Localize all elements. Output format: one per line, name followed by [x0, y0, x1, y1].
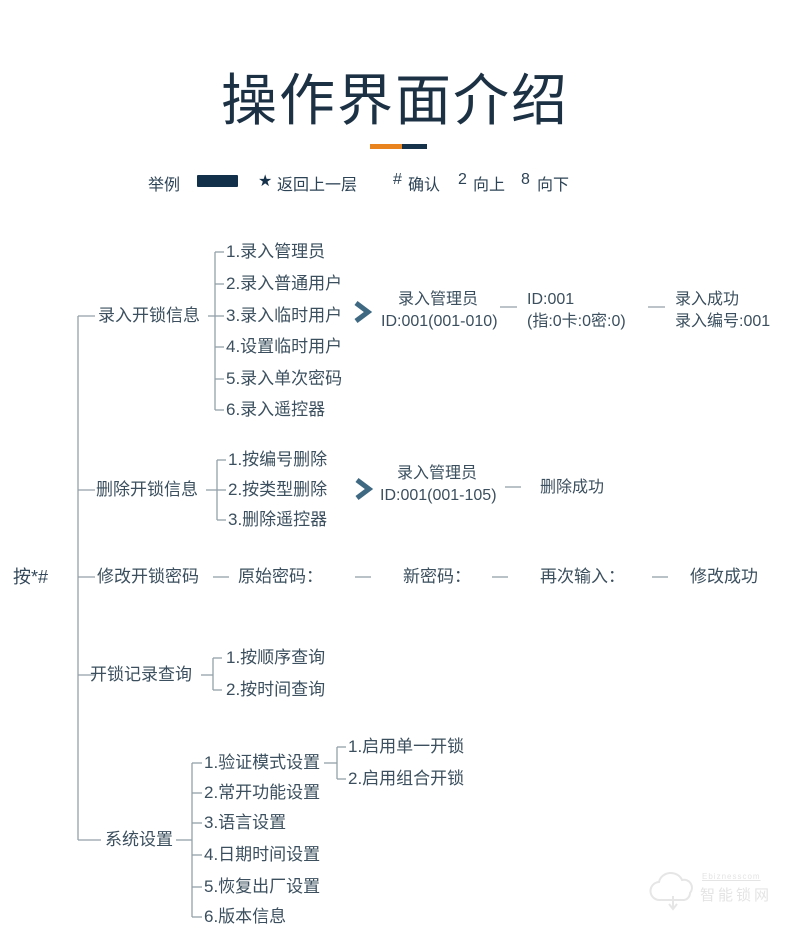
- branch1-item: 6.录入遥控器: [226, 400, 326, 419]
- branch5-item: 2.常开功能设置: [204, 783, 321, 802]
- branch2-flow-stage-1: 录入管理员 ID:001(001-105): [380, 465, 497, 504]
- branch2-item: 2.按类型删除: [228, 480, 328, 499]
- branch1-item: 1.录入管理员: [226, 242, 326, 261]
- legend-up-label: 向上: [473, 177, 506, 194]
- branch3-step: 新密码：: [403, 567, 471, 586]
- branch5-item: 1.验证模式设置: [204, 753, 321, 772]
- page-title: 操作界面介绍: [221, 69, 569, 132]
- branch1-item: 5.录入单次密码: [226, 369, 343, 388]
- branch3-step: 再次输入：: [540, 567, 625, 586]
- chevron-right-icon: [354, 301, 373, 323]
- branch3-step: 修改成功: [690, 567, 758, 586]
- branch2-label: 删除开锁信息: [96, 480, 198, 499]
- branch5-item: 3.语言设置: [204, 813, 287, 832]
- legend-up-key: 2: [458, 171, 467, 188]
- title-divider-orange: [370, 144, 402, 149]
- star-icon: ★: [258, 173, 273, 190]
- branch1-item: 2.录入普通用户: [226, 274, 343, 293]
- branch5-item: 6.版本信息: [204, 907, 287, 926]
- branch5-sub-item: 1.启用单一开锁: [348, 737, 465, 756]
- chevron-right-icon: [355, 478, 374, 500]
- branch1-flow-stage-2: ID:001 (指:0卡:0密:0): [527, 291, 626, 330]
- branch5-item: 5.恢复出厂设置: [204, 877, 321, 896]
- cloud-logo-icon: [649, 871, 693, 911]
- branch3-step: 原始密码：: [238, 567, 323, 586]
- branch1-flow-stage-3: 录入成功 录入编号:001: [675, 291, 771, 330]
- branch2-item: 3.删除遥控器: [228, 510, 328, 529]
- legend-down-key: 8: [521, 171, 530, 188]
- title-divider-navy: [402, 144, 427, 149]
- branch5-label: 系统设置: [105, 830, 173, 849]
- branch5-item: 4.日期时间设置: [204, 845, 321, 864]
- branch2-item: 1.按编号删除: [228, 450, 328, 469]
- branch4-item: 2.按时间查询: [226, 680, 326, 699]
- branch4-item: 1.按顺序查询: [226, 648, 326, 667]
- branch1-label: 录入开锁信息: [98, 306, 200, 325]
- branch5-sub-item: 2.启用组合开锁: [348, 769, 465, 788]
- watermark-cn: 智能锁网: [700, 887, 773, 904]
- branch1-flow-stage-1: 录入管理员 ID:001(001-010): [381, 291, 498, 330]
- watermark-en: Ebiznesscom: [702, 872, 761, 881]
- branch2-flow-stage-2: 删除成功: [540, 479, 605, 496]
- legend-example-label: 举例: [148, 177, 181, 194]
- hash-icon: #: [393, 171, 402, 188]
- branch1-item: 4.设置临时用户: [226, 337, 343, 356]
- legend-back-label: 返回上一层: [277, 177, 358, 194]
- legend-confirm-label: 确认: [408, 177, 441, 194]
- root-label: 按*#: [13, 567, 49, 587]
- branch3-label: 修改开锁密码: [97, 567, 199, 586]
- legend-example-swatch: [197, 175, 238, 187]
- branch1-item: 3.录入临时用户: [226, 306, 343, 325]
- legend-down-label: 向下: [537, 177, 570, 194]
- branch4-label: 开锁记录查询: [90, 665, 192, 684]
